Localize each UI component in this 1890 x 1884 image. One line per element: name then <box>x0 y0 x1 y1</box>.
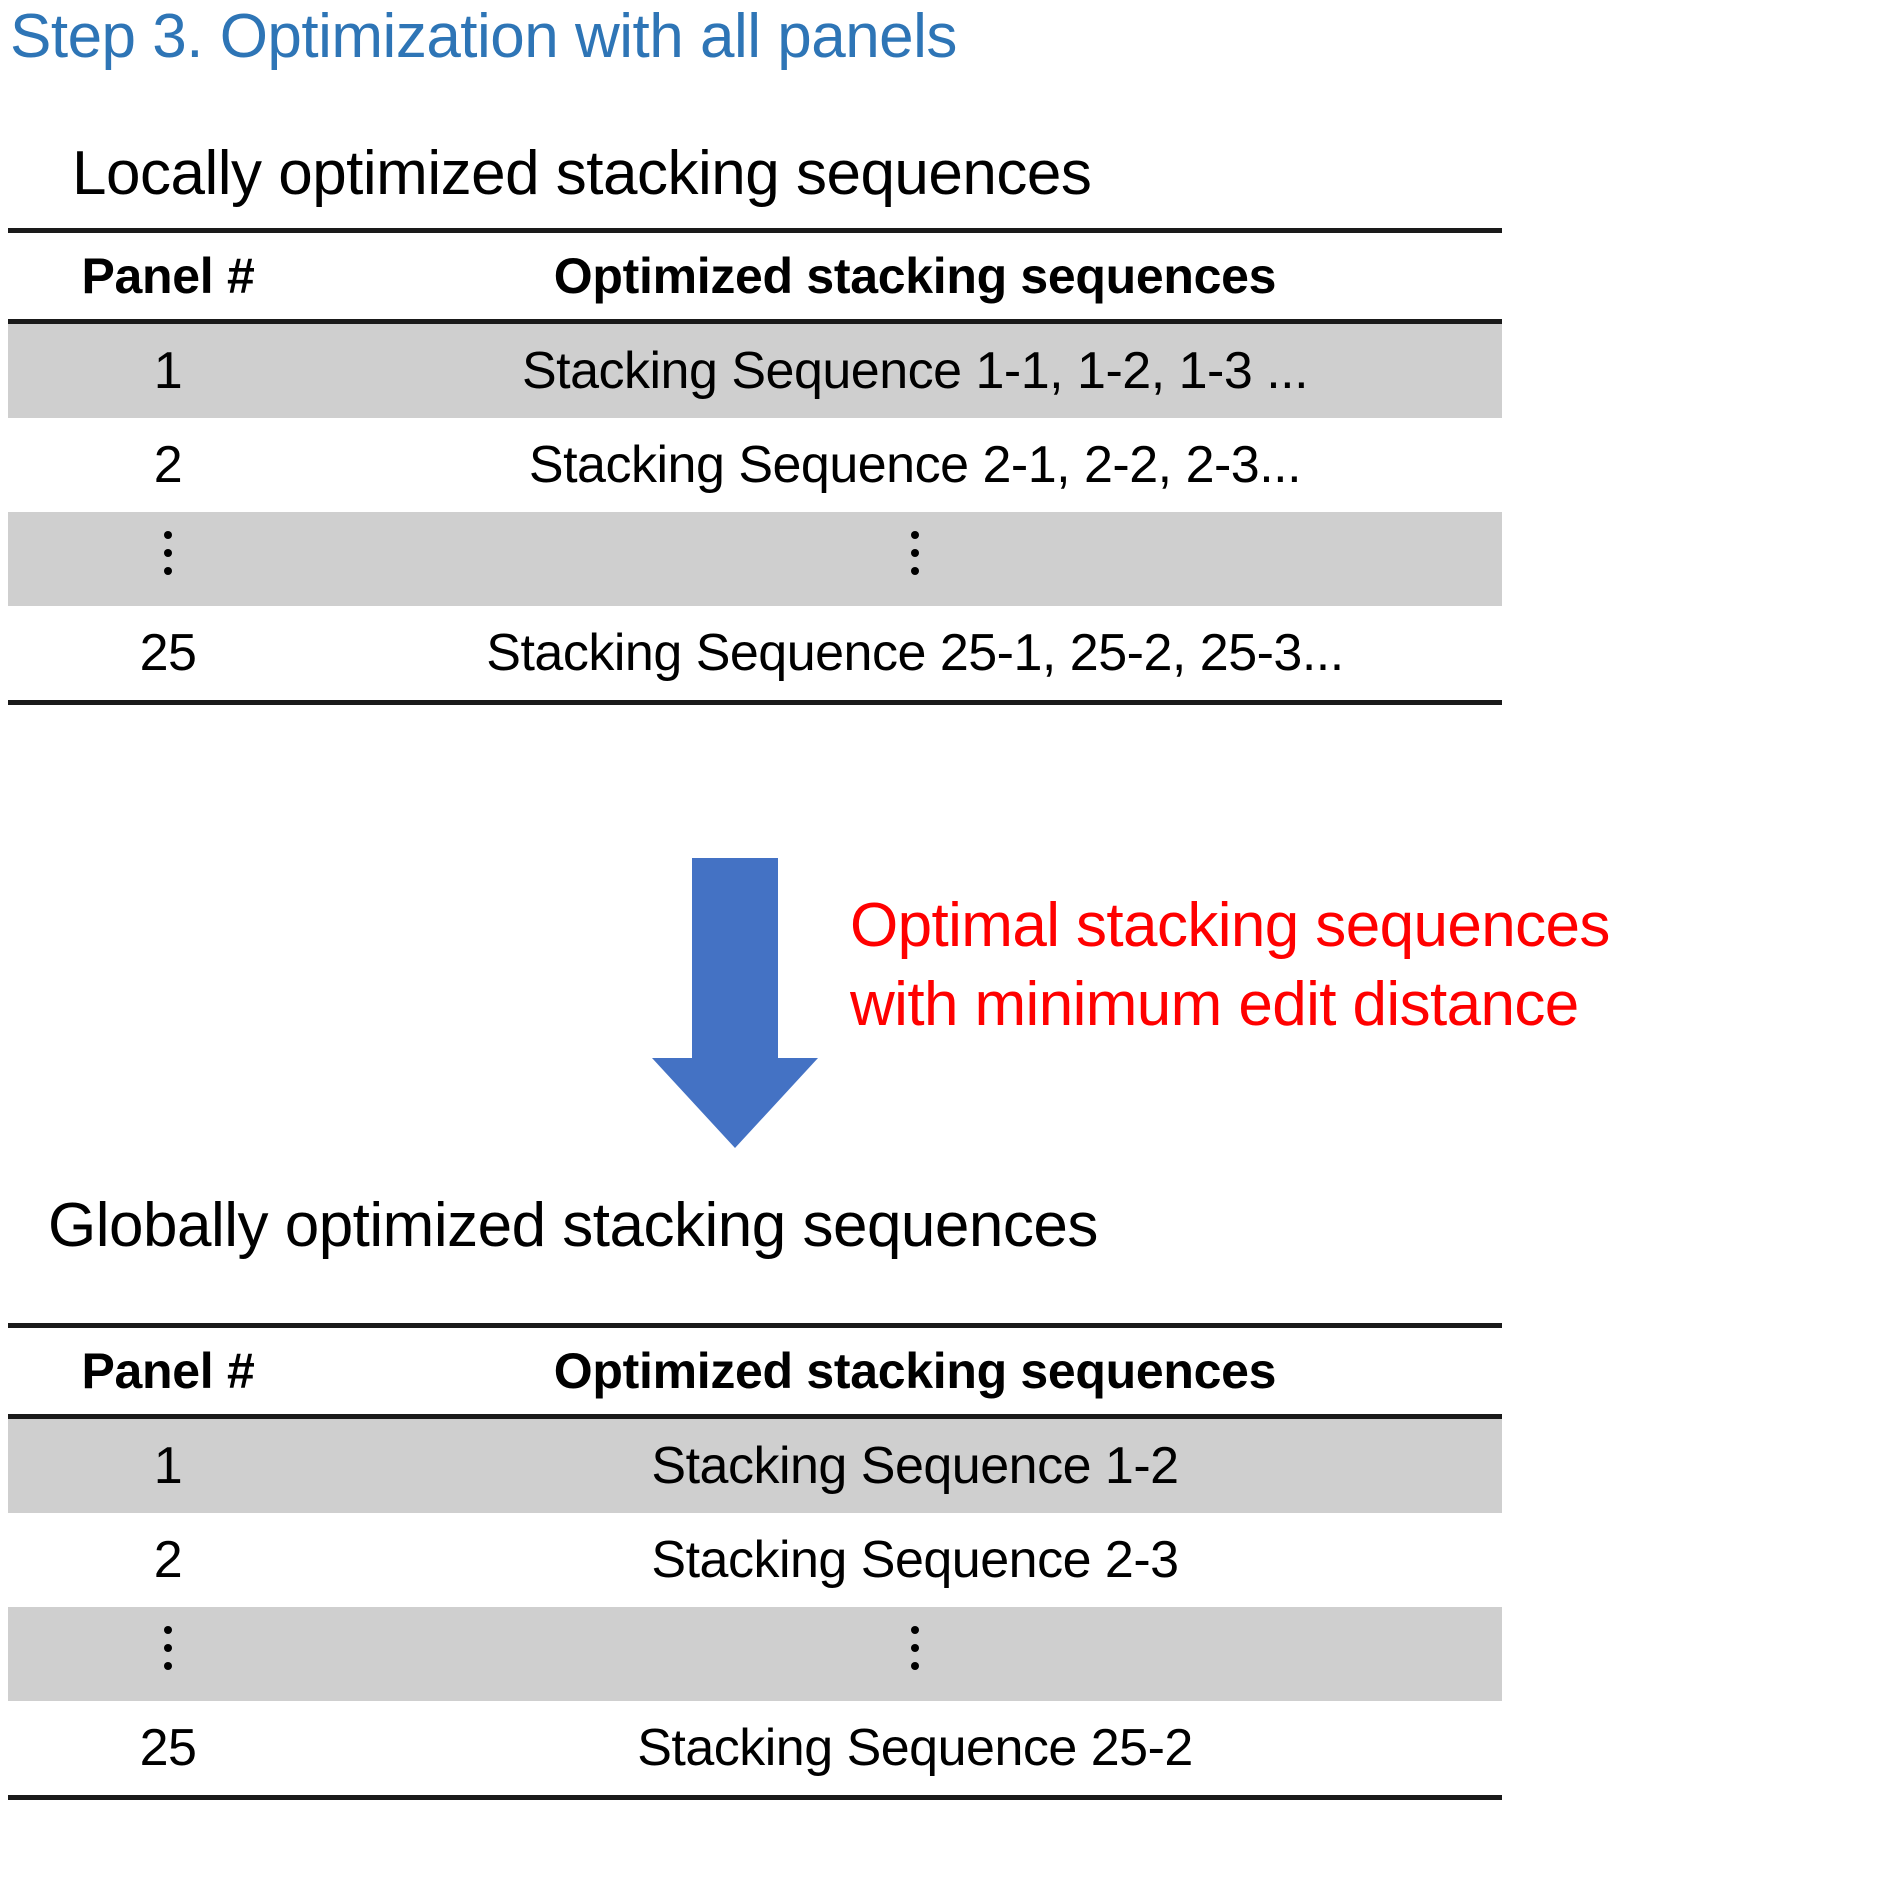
locally-optimized-table: Panel # Optimized stacking sequences 1 S… <box>8 228 1502 705</box>
cell-sequence: Stacking Sequence 25-1, 25-2, 25-3... <box>486 624 1344 682</box>
table-row-ellipsis <box>8 512 1502 606</box>
cell-sequence-ellipsis <box>328 512 1502 606</box>
table-header: Panel # Optimized stacking sequences <box>8 1325 1502 1417</box>
cell-sequence-ellipsis <box>328 1607 1502 1701</box>
vertical-ellipsis-icon <box>911 1610 919 1686</box>
table-row: 25 Stacking Sequence 25-1, 25-2, 25-3... <box>8 606 1502 703</box>
column-header-sequence: Optimized stacking sequences <box>553 248 1277 304</box>
cell-panel: 2 <box>153 1531 183 1589</box>
step-title: Step 3. Optimization with all panels <box>10 2 957 71</box>
annotation-text: Optimal stacking sequences with minimum … <box>850 886 1890 1045</box>
table-row: 2 Stacking Sequence 2-1, 2-2, 2-3... <box>8 418 1502 512</box>
globally-optimized-table: Panel # Optimized stacking sequences 1 S… <box>8 1323 1502 1800</box>
annotation-line-1: Optimal stacking sequences <box>850 891 1610 960</box>
cell-panel: 25 <box>139 1719 197 1777</box>
vertical-ellipsis-icon <box>911 515 919 591</box>
column-header-panel: Panel # <box>81 1343 255 1399</box>
table-row: 1 Stacking Sequence 1-2 <box>8 1416 1502 1513</box>
cell-sequence: Stacking Sequence 1-1, 1-2, 1-3 ... <box>328 321 1502 418</box>
cell-panel-ellipsis <box>8 1607 328 1701</box>
table-header: Panel # Optimized stacking sequences <box>8 230 1502 322</box>
cell-panel: 1 <box>8 1416 328 1513</box>
table-row-ellipsis <box>8 1607 1502 1701</box>
arrow-down-icon <box>640 858 830 1148</box>
table-body: 1 Stacking Sequence 1-1, 1-2, 1-3 ... 2 … <box>8 321 1502 703</box>
cell-panel: 25 <box>139 624 197 682</box>
cell-sequence: Stacking Sequence 2-1, 2-2, 2-3... <box>528 436 1302 494</box>
cell-sequence: Stacking Sequence 25-2 <box>637 1719 1193 1777</box>
cell-sequence: Stacking Sequence 2-3 <box>651 1531 1179 1589</box>
table-row: 2 Stacking Sequence 2-3 <box>8 1513 1502 1607</box>
table-header-row: Panel # Optimized stacking sequences <box>8 230 1502 322</box>
table-body: 1 Stacking Sequence 1-2 2 Stacking Seque… <box>8 1416 1502 1798</box>
vertical-ellipsis-icon <box>164 1610 172 1686</box>
cell-panel-ellipsis <box>8 512 328 606</box>
global-section-caption: Globally optimized stacking sequences <box>48 1191 1098 1260</box>
column-header-sequence: Optimized stacking sequences <box>553 1343 1277 1399</box>
cell-panel: 2 <box>153 436 183 494</box>
cell-sequence: Stacking Sequence 1-2 <box>328 1416 1502 1513</box>
cell-panel: 1 <box>8 321 328 418</box>
local-section-caption: Locally optimized stacking sequences <box>72 139 1092 208</box>
table-row: 25 Stacking Sequence 25-2 <box>8 1701 1502 1798</box>
column-header-panel: Panel # <box>81 248 255 304</box>
vertical-ellipsis-icon <box>164 515 172 591</box>
table-header-row: Panel # Optimized stacking sequences <box>8 1325 1502 1417</box>
annotation-line-2: with minimum edit distance <box>850 970 1579 1040</box>
table-row: 1 Stacking Sequence 1-1, 1-2, 1-3 ... <box>8 321 1502 418</box>
